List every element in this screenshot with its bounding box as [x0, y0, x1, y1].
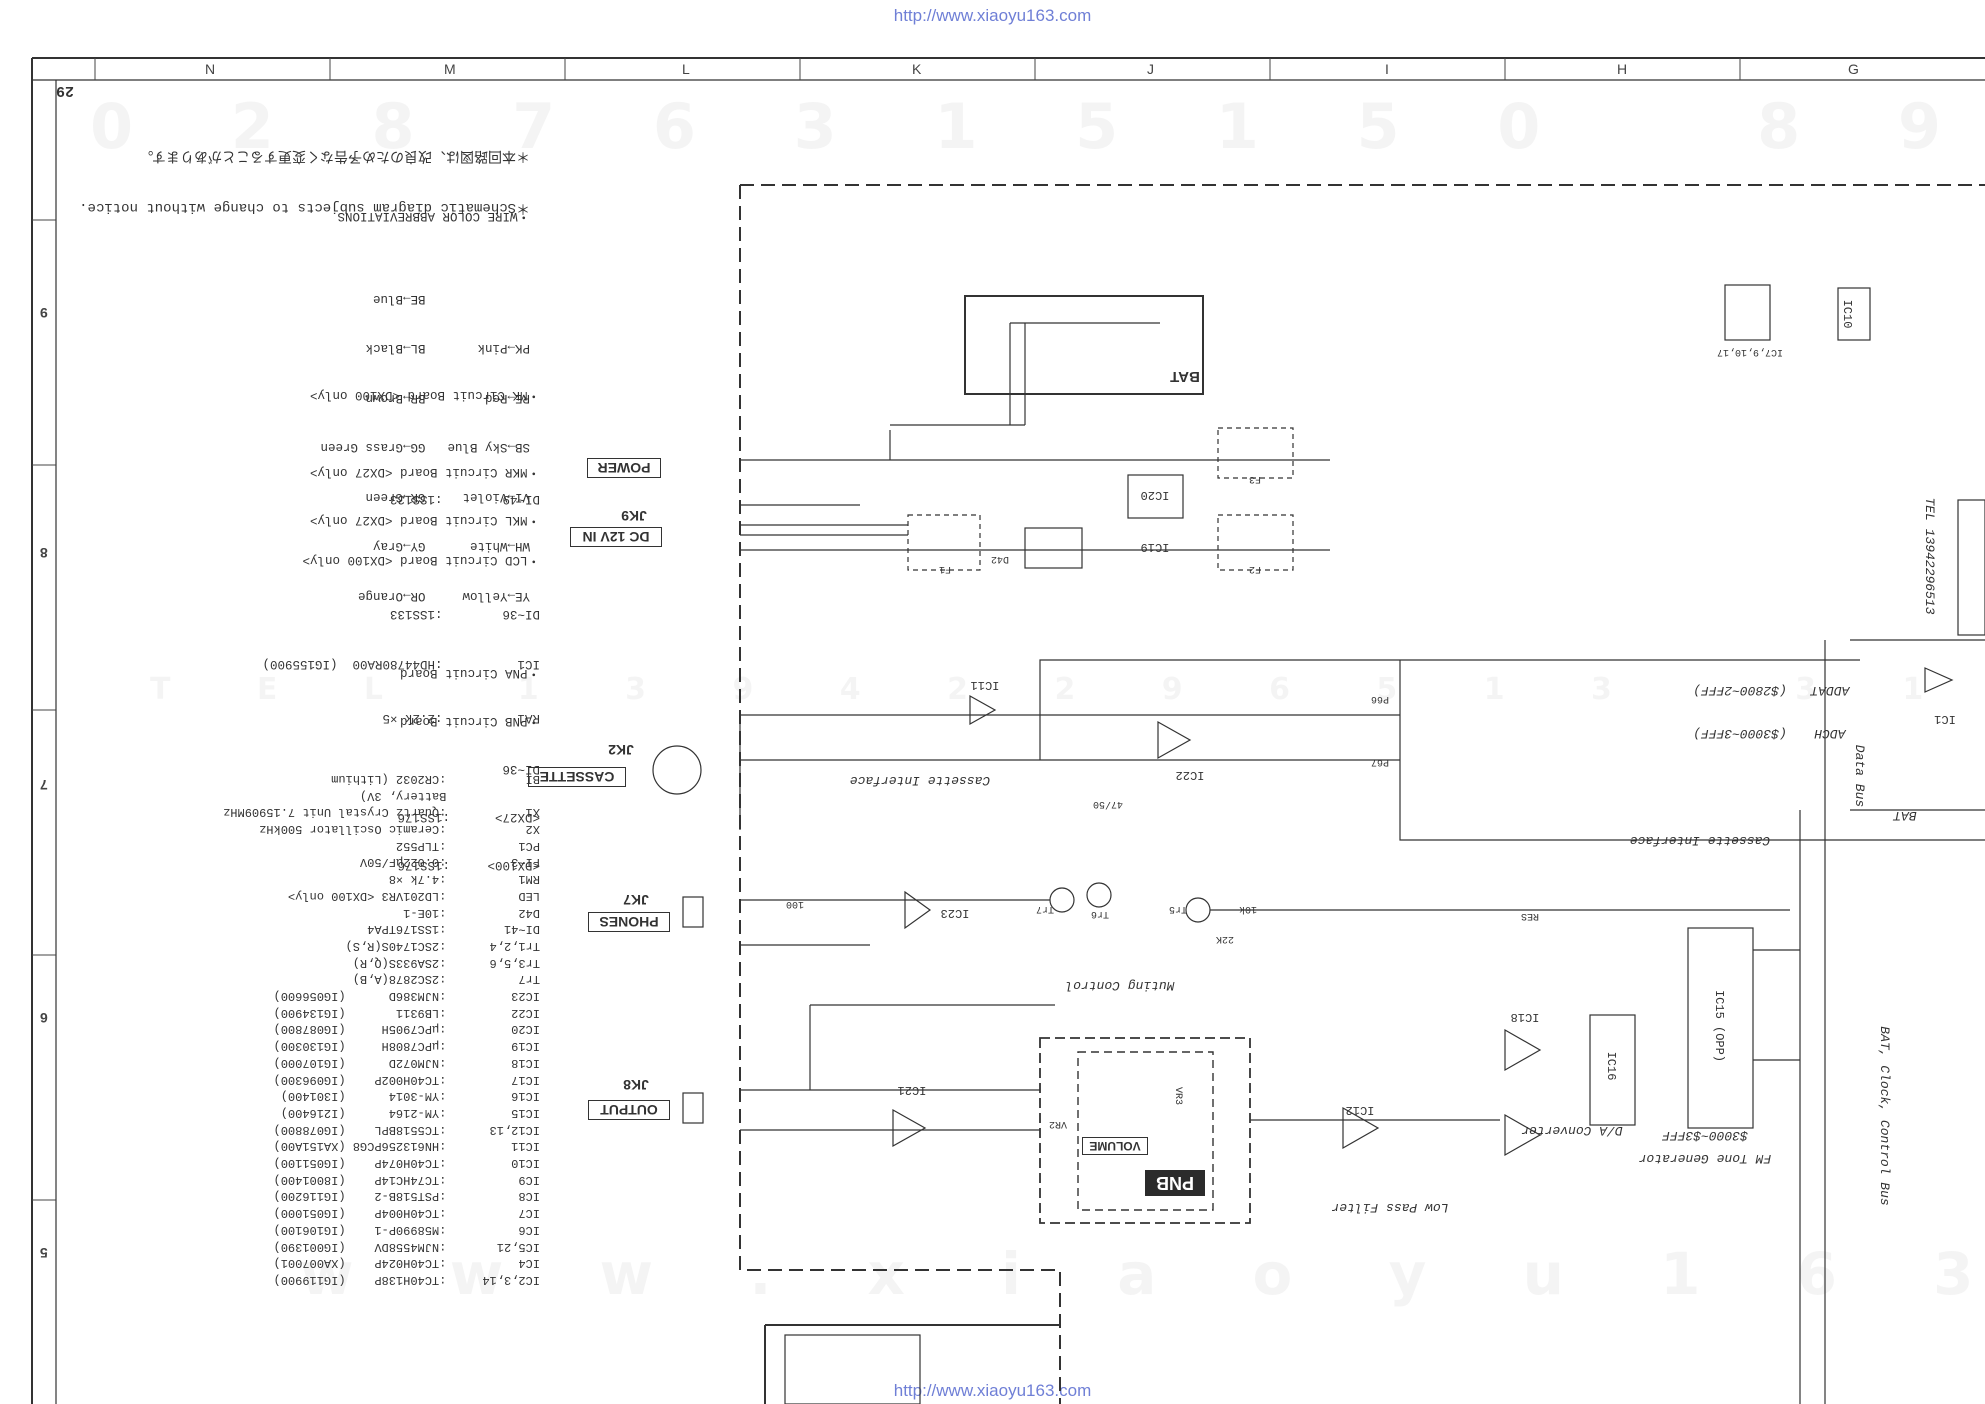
- adch-addr-text: ($3000~3FFF): [1693, 726, 1787, 741]
- vr3-label: VR3: [1172, 1087, 1183, 1105]
- column-letter-i: I: [1385, 61, 1389, 77]
- ic21-label: IC21: [898, 1083, 927, 1097]
- column-letter-m: M: [444, 61, 456, 77]
- p66-label: P66: [1371, 693, 1389, 704]
- side-bat-text: BAT: [1892, 808, 1917, 823]
- ic10-label: IC10: [1840, 300, 1854, 329]
- addat-text: ADDAT: [1809, 683, 1850, 698]
- power-label-box: POWER: [587, 458, 661, 478]
- dc-in-label-box: DC 12V IN: [570, 527, 662, 547]
- fm-tone-generator-text: FM Tone Generator: [1638, 1151, 1771, 1166]
- source-url-top[interactable]: http://www.xiaoyu163.com: [893, 6, 1092, 25]
- res-100-label: 100: [786, 898, 804, 909]
- column-letter-g: G: [1848, 61, 1859, 77]
- ic15-label: IC15 (OPP): [1712, 990, 1726, 1062]
- addat-addr-text: ($2800~2FFF): [1693, 683, 1787, 698]
- bat-clock-bus-text: BAT, Clock, Control Bus: [1877, 1026, 1892, 1205]
- data-bus-text: Data Bus: [1852, 745, 1867, 807]
- res-22k-label: 22K: [1216, 933, 1234, 944]
- source-url-bottom[interactable]: http://www.xiaoyu163.com: [893, 1381, 1092, 1400]
- tr7-label: Tr7: [1036, 903, 1054, 914]
- column-letter-h: H: [1617, 61, 1628, 77]
- cassette-interface-text: Cassette Interface: [850, 773, 991, 788]
- column-letter-n: N: [205, 61, 216, 77]
- d42-label: D42: [991, 553, 1009, 564]
- jk2-label: JK2: [608, 742, 634, 758]
- ic19-label: IC19: [1141, 540, 1170, 554]
- muting-control-text: Muting Control: [1065, 978, 1174, 993]
- cassette-bus-text: Cassette Interface: [1630, 833, 1771, 848]
- da-converter-text: D/A Converter: [1521, 1123, 1623, 1138]
- column-letter-j: J: [1147, 61, 1154, 77]
- low-pass-filter-text: Low Pass Filter: [1331, 1200, 1448, 1215]
- res-10k-label: 10k: [1239, 903, 1257, 915]
- cap-label: 47/50: [1093, 798, 1123, 810]
- f3-label: F3: [1249, 473, 1261, 484]
- side-tel-text: TEL 13942296513: [1922, 497, 1937, 614]
- watermark-site: w w w . x i a o y u 1 6 3 . c o m: [300, 1240, 1985, 1308]
- fm-addr-text: $3000~$3FFF: [1662, 1128, 1748, 1143]
- ic23-label: IC23: [941, 906, 970, 920]
- column-letter-k: K: [912, 61, 922, 77]
- volume-label-box: VOLUME: [1082, 1137, 1148, 1155]
- bat-label: BAT: [1170, 368, 1200, 385]
- ic11-label: IC11: [971, 678, 1000, 692]
- column-letter-l: L: [682, 61, 690, 77]
- jk8-label: JK8: [623, 1077, 649, 1093]
- phones-label-box: PHONES: [588, 912, 670, 932]
- ic16-label: IC16: [1604, 1052, 1618, 1081]
- jk7-label: JK7: [623, 892, 649, 908]
- p67-label: P67: [1371, 756, 1389, 767]
- ic18-label: IC18: [1511, 1010, 1540, 1024]
- ic-set-label: IC7,9,10,17: [1717, 346, 1783, 357]
- ic12-label: IC12: [1346, 1103, 1375, 1117]
- adch-text: ADCH: [1814, 726, 1846, 741]
- pnb-label: PNB: [1145, 1170, 1205, 1196]
- cassette-label-box: CASSETTE: [528, 767, 626, 787]
- watermark-tel: T E L 1 3 9 4 2 2 9 6 5 1 3 3 1 5 1 5 0 …: [150, 672, 1985, 707]
- tr5-label: Tr5: [1169, 903, 1187, 914]
- vr2-label: VR2: [1049, 1118, 1067, 1129]
- tr6-label: Tr6: [1091, 908, 1109, 919]
- f2-label: F2: [1249, 563, 1261, 574]
- ic22-label: IC22: [1176, 768, 1205, 782]
- output-label-box: OUTPUT: [588, 1100, 670, 1120]
- ic20-label: IC20: [1141, 488, 1170, 502]
- watermark-phone: 0 2 8 7 6 3 1 5 1 5 0 8 9 2 4 9 8 2 9 9: [90, 90, 1985, 163]
- jk9-label: JK9: [621, 508, 647, 524]
- ic1-label: IC1: [1934, 712, 1956, 726]
- f1-label: F1: [939, 563, 951, 574]
- res-label: RES: [1521, 910, 1539, 921]
